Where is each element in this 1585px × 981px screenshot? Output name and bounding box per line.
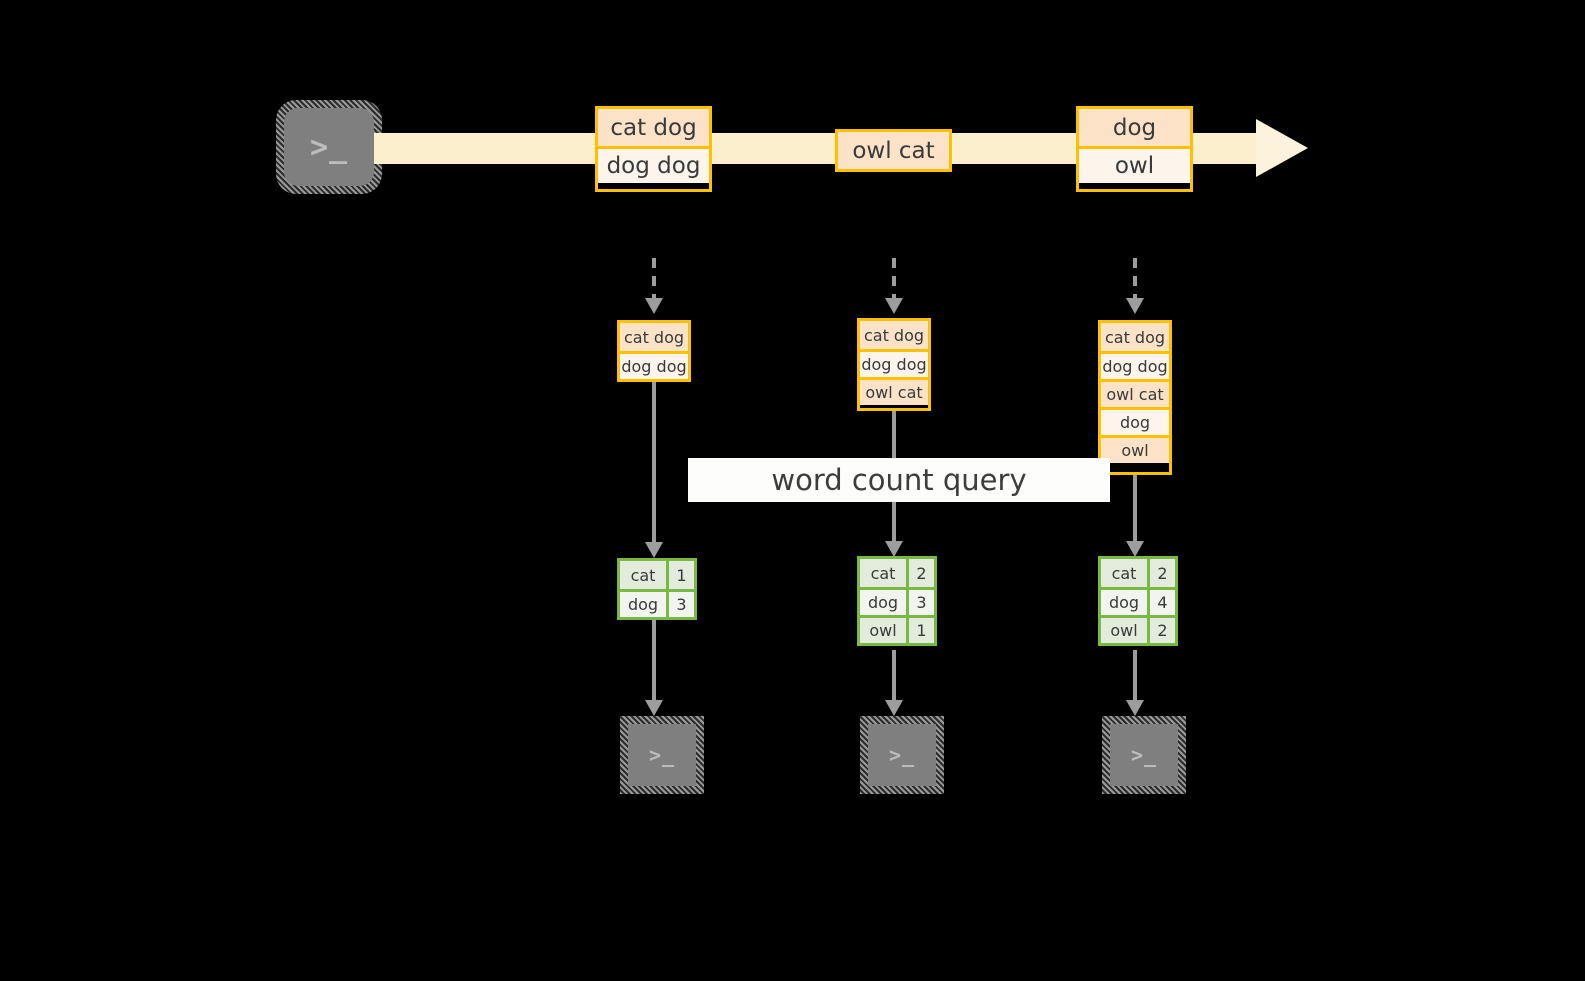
source-terminal-icon[interactable]: >_ xyxy=(276,100,382,194)
result-count: 2 xyxy=(1147,559,1175,587)
accumulated-line: owl cat xyxy=(1101,379,1169,407)
accumulated-line: owl xyxy=(1101,435,1169,463)
terminal-prompt-glyph: >_ xyxy=(1130,743,1158,767)
result-count: 3 xyxy=(906,590,934,615)
query-label: word count query xyxy=(688,458,1110,502)
terminal-body xyxy=(628,724,696,786)
terminal-body xyxy=(868,724,936,786)
result-word: owl xyxy=(860,618,906,643)
accumulated-line: dog dog xyxy=(620,351,688,379)
result-count: 1 xyxy=(666,561,694,589)
record-line: dog xyxy=(1079,109,1190,146)
accumulated-line: dog xyxy=(1101,407,1169,435)
result-table-2[interactable]: cat 2 dog 3 owl 1 xyxy=(857,556,937,646)
terminal-prompt-glyph: >_ xyxy=(648,743,676,767)
record-line: dog dog xyxy=(598,146,709,183)
record-line: owl cat xyxy=(838,132,949,169)
table-row: dog 4 xyxy=(1101,587,1175,615)
table-row: cat 2 xyxy=(1101,559,1175,587)
result-count: 1 xyxy=(906,618,934,643)
table-row: owl 2 xyxy=(1101,615,1175,643)
table-row: cat 1 xyxy=(620,561,694,589)
result-count: 2 xyxy=(906,559,934,587)
accumulated-line: cat dog xyxy=(860,321,928,349)
accumulated-records-1[interactable]: cat dog dog dog xyxy=(617,320,691,382)
stream-record-3[interactable]: dog owl xyxy=(1076,106,1193,192)
table-row: owl 1 xyxy=(860,615,934,643)
stream-record-1[interactable]: cat dog dog dog xyxy=(595,106,712,192)
terminal-body xyxy=(1110,724,1178,786)
stream-record-2[interactable]: owl cat xyxy=(835,129,952,172)
result-word: dog xyxy=(1101,590,1147,615)
terminal-body xyxy=(284,108,374,186)
accumulated-line: dog dog xyxy=(1101,351,1169,379)
result-count: 3 xyxy=(666,592,694,617)
record-line: cat dog xyxy=(598,109,709,146)
accumulated-records-3[interactable]: cat dog dog dog owl cat dog owl xyxy=(1098,320,1172,475)
result-count: 2 xyxy=(1147,618,1175,643)
sink-terminal-1[interactable]: >_ xyxy=(620,716,704,794)
sink-terminal-3[interactable]: >_ xyxy=(1102,716,1186,794)
table-row: dog 3 xyxy=(860,587,934,615)
accumulated-line: cat dog xyxy=(1101,323,1169,351)
accumulated-line: owl cat xyxy=(860,377,928,405)
result-count: 4 xyxy=(1147,590,1175,615)
table-row: cat 2 xyxy=(860,559,934,587)
result-word: cat xyxy=(620,561,666,589)
result-word: dog xyxy=(860,590,906,615)
result-table-1[interactable]: cat 1 dog 3 xyxy=(617,558,697,620)
result-word: cat xyxy=(860,559,906,587)
terminal-prompt-glyph: >_ xyxy=(309,129,349,165)
table-row: dog 3 xyxy=(620,589,694,617)
result-word: cat xyxy=(1101,559,1147,587)
record-line: owl xyxy=(1079,146,1190,183)
result-word: dog xyxy=(620,592,666,617)
accumulated-line: cat dog xyxy=(620,323,688,351)
result-table-3[interactable]: cat 2 dog 4 owl 2 xyxy=(1098,556,1178,646)
result-word: owl xyxy=(1101,618,1147,643)
terminal-prompt-glyph: >_ xyxy=(888,743,916,767)
query-label-text: word count query xyxy=(771,463,1027,497)
accumulated-records-2[interactable]: cat dog dog dog owl cat xyxy=(857,318,931,411)
sink-terminal-2[interactable]: >_ xyxy=(860,716,944,794)
stream-arrow-head xyxy=(1256,119,1308,177)
accumulated-line: dog dog xyxy=(860,349,928,377)
